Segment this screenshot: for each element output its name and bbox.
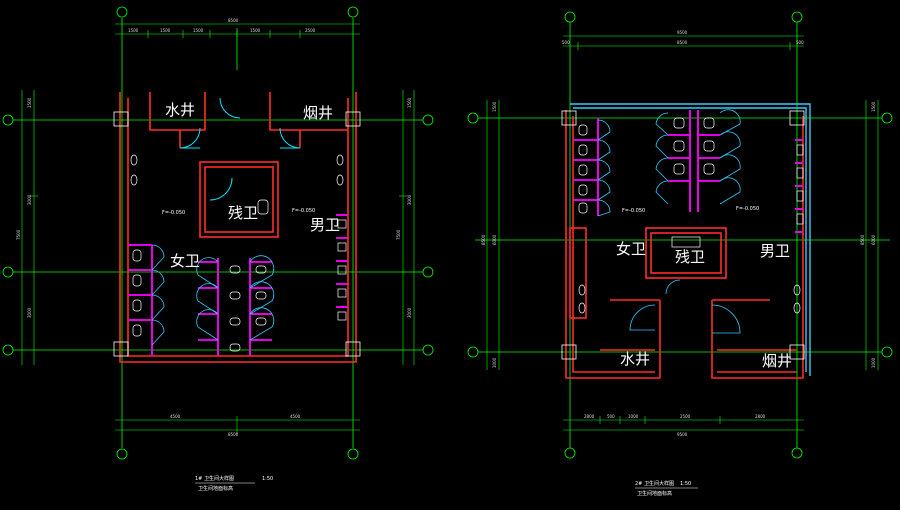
plan1-caption: 1# 卫生间大样图: [195, 475, 234, 482]
plan1-bottom-total: 8500: [228, 432, 239, 437]
plan2-top-total: 9500: [677, 30, 688, 35]
plan2-dimension-lines: [486, 35, 879, 431]
plan2-scale: 1:50: [680, 481, 691, 487]
plan1-fixtures: [130, 154, 347, 352]
plan2-top-dim-1: 500: [562, 40, 570, 45]
plan2-bottom-dim-1: 2800: [584, 414, 595, 419]
plan1-top-dim-3: 1500: [193, 28, 204, 33]
plan2-room-water-shaft: 水井: [620, 350, 650, 368]
plan2-stalls: [573, 110, 803, 233]
plan1-level-left: F=-0.050: [162, 210, 185, 216]
plan1-top-dim-4: 1500: [250, 28, 261, 33]
plan1-room-women: 女卫: [170, 252, 200, 270]
plan2-room-smoke-shaft: 烟井: [762, 352, 792, 370]
plan1-columns: [113, 111, 361, 357]
plan2-level-right: F=-0.050: [736, 206, 759, 212]
plan2-bottom-dim-2: 500: [607, 414, 615, 419]
plan2-left-dim-1: 1500: [492, 101, 497, 112]
plan1-right-dim-3: 3000: [407, 307, 412, 318]
plan2-caption: 2# 卫生间大样图: [635, 480, 674, 487]
plan2-bottom-dim-3: 1000: [628, 414, 639, 419]
plan1-right-total: 7500: [396, 229, 401, 240]
plan1-level-right: F=-0.050: [292, 208, 315, 214]
plan2-left-total: 8500: [481, 234, 486, 245]
plan1-caption-sub: 卫生间地面标高: [198, 485, 233, 492]
plan1-dimension-lines: [21, 23, 415, 434]
plan2-right-total: 8500: [860, 234, 865, 245]
plan2-bottom-dim-4: 2500: [680, 414, 691, 419]
plan1-axis-bubbles: [2, 6, 434, 460]
plan2-level-left: F=-0.050: [622, 208, 645, 214]
plan2-walls: [565, 110, 804, 379]
plan1-room-men: 男卫: [310, 216, 340, 234]
plan1-doors: [179, 97, 301, 201]
plan1-right-dim-1: 1500: [407, 97, 412, 108]
plan2-axis-bubbles: [467, 11, 893, 459]
plan1-top-total: 8500: [228, 18, 239, 23]
plan-1: 1500 1500 1500 1500 2500 8500 4500 4500 …: [2, 6, 434, 492]
plan2-bottom-total: 9500: [677, 432, 688, 437]
plan1-left-total: 7500: [16, 229, 21, 240]
plan1-axis-lines: [10, 18, 432, 448]
plan2-bottom-dim-5: 2800: [755, 414, 766, 419]
plan1-top-dim-5: 2500: [305, 28, 316, 33]
plan2-glass-wall: [570, 103, 811, 376]
plan2-axis-lines: [475, 22, 890, 448]
plan1-stall-doors: [151, 244, 275, 346]
plan1-left-dim-1: 1500: [27, 97, 32, 108]
plan2-right-dim-2: 6000: [871, 234, 876, 245]
plan1-walls: [119, 92, 357, 363]
plan2-right-dim-3: 1000: [871, 357, 876, 368]
plan2-top-dim-2: 8500: [677, 40, 688, 45]
plan2-caption-sub: 卫生间地面标高: [637, 490, 672, 497]
plan2-stall-doors: [597, 109, 741, 334]
plan1-room-accessible: 残卫: [228, 204, 258, 222]
plan1-top-dim-1: 1500: [128, 28, 139, 33]
plan2-left-dim-3: 1000: [492, 357, 497, 368]
plan2-fixtures: [578, 117, 804, 314]
plan1-scale: 1:50: [262, 476, 273, 482]
plan1-bottom-dim-1: 4500: [170, 414, 181, 419]
plan2-columns: [561, 110, 805, 360]
plan1-room-water-shaft: 水井: [165, 101, 195, 119]
plan2-right-dim-1: 1500: [871, 101, 876, 112]
plan1-bottom-dim-2: 4500: [290, 414, 301, 419]
plan2-top-dim-3: 500: [796, 40, 804, 45]
plan1-right-dim-2: 3000: [407, 194, 412, 205]
plan-2: 500 8500 500 9500 2800 500 1000 2500 280…: [467, 11, 893, 497]
plan2-room-accessible: 残卫: [675, 248, 705, 266]
plan1-left-dim-3: 3000: [27, 307, 32, 318]
plan2-room-men: 男卫: [760, 242, 790, 260]
plan2-left-dim-2: 6000: [492, 234, 497, 245]
plan1-top-dim-2: 1500: [160, 28, 171, 33]
plan2-room-women: 女卫: [616, 240, 646, 258]
plan1-room-smoke-shaft: 烟井: [303, 104, 333, 122]
plan1-left-dim-2: 3000: [27, 194, 32, 205]
